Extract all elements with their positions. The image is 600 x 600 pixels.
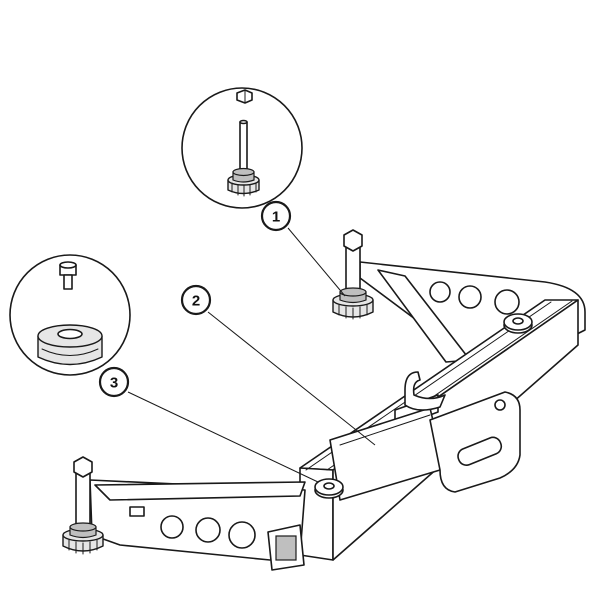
detail-inset-bolt-foot xyxy=(181,87,303,209)
callout-2: 2 xyxy=(180,284,212,316)
callout-3-label: 3 xyxy=(110,375,118,392)
hitch-hook xyxy=(404,371,446,411)
diagonal-brace-near xyxy=(94,481,306,501)
leader-line-2 xyxy=(207,311,376,446)
leveling-foot-far xyxy=(332,229,374,320)
mounting-plate-right xyxy=(429,391,521,493)
callout-1: 1 xyxy=(260,200,292,232)
callout-3: 3 xyxy=(98,366,130,398)
tow-bar-frame xyxy=(89,261,586,571)
callout-2-label: 2 xyxy=(192,293,200,310)
leveling-foot-near xyxy=(62,456,104,555)
detail-inset-screw-spacer xyxy=(9,254,131,376)
callout-1-label: 1 xyxy=(272,209,280,226)
leader-line-1 xyxy=(287,227,346,297)
leader-line-3 xyxy=(127,391,319,483)
